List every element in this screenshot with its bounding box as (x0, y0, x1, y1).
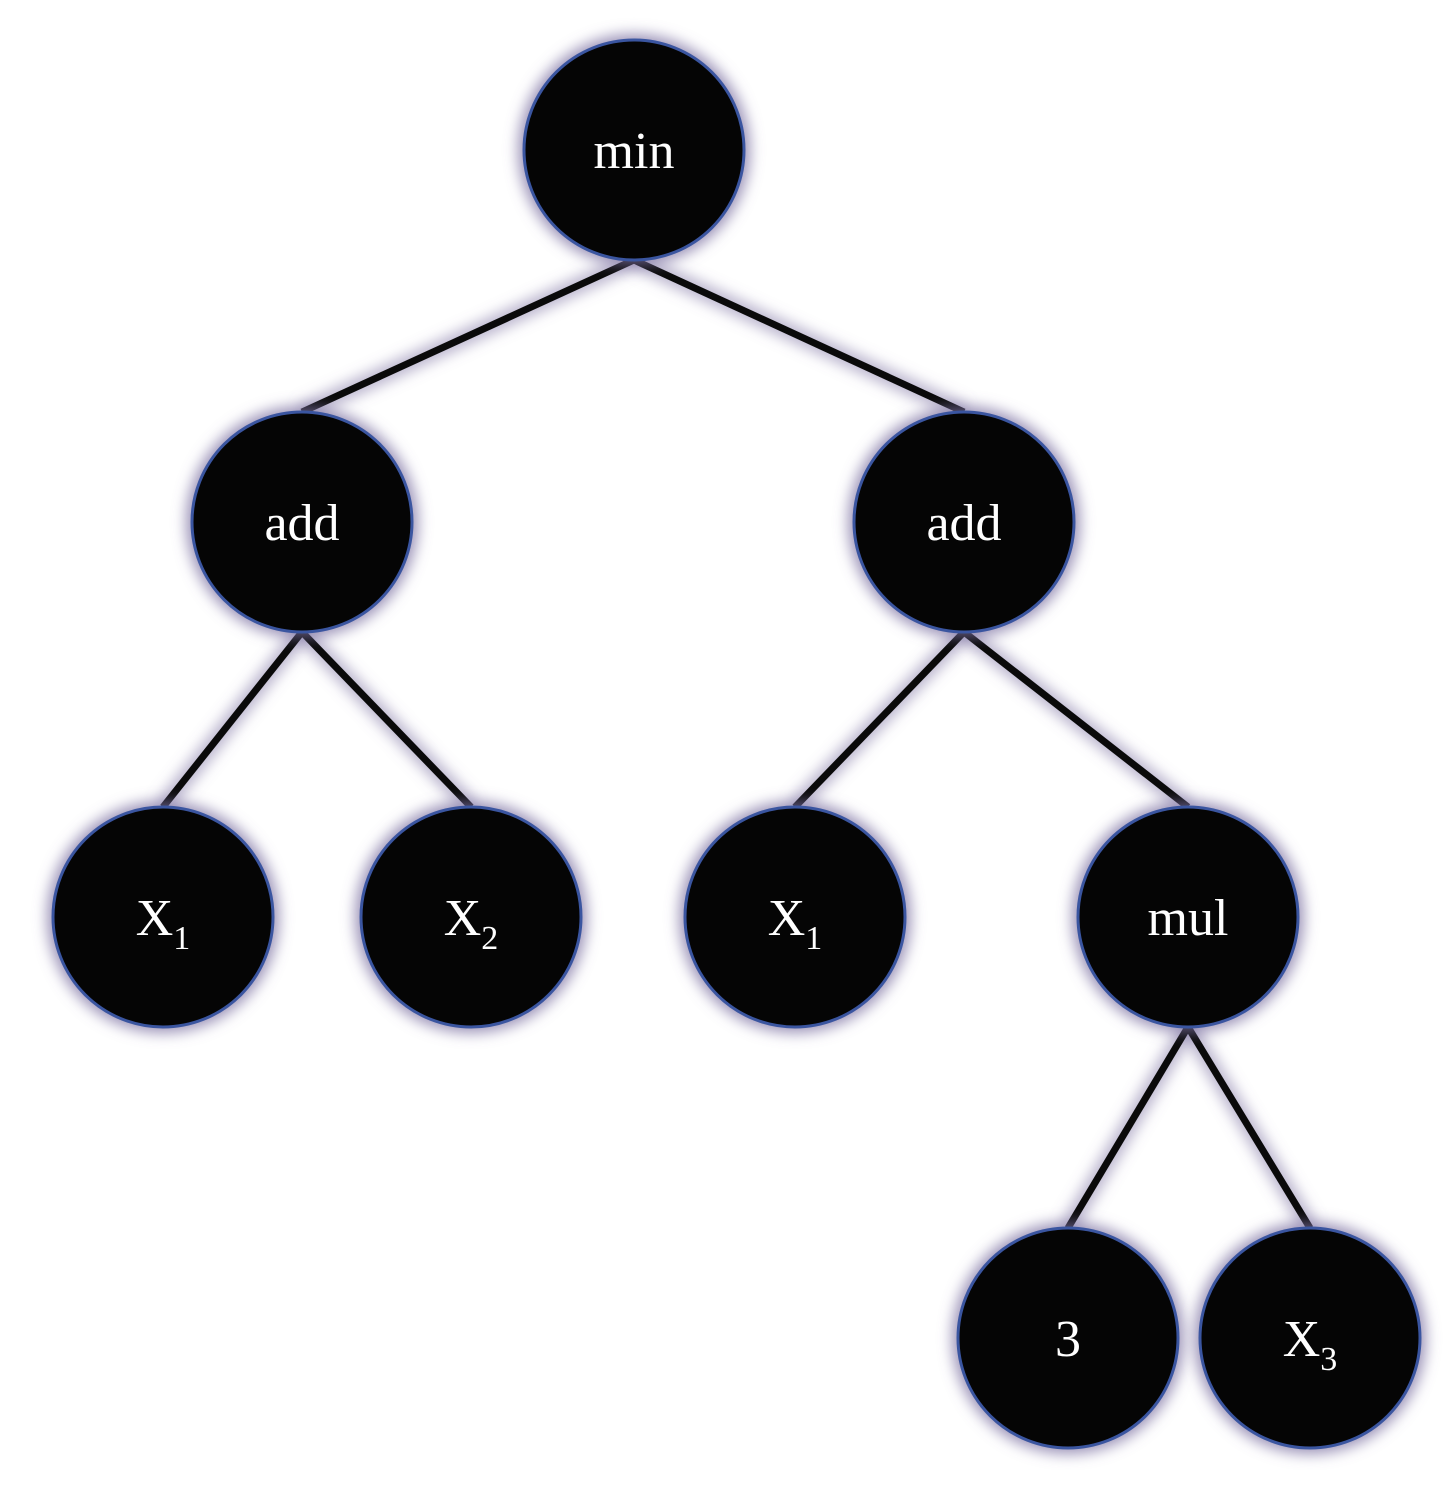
edge-n-min-n-add-l (300, 256, 636, 416)
node-label: X3 (1283, 1311, 1338, 1378)
node-label-main: X (444, 890, 482, 947)
node-label-main: add (926, 495, 1001, 552)
node-label-main: mul (1148, 890, 1229, 947)
node-label: X1 (768, 890, 823, 957)
node-circle (683, 805, 907, 1029)
tree-node-n-mul: mul (1076, 805, 1300, 1029)
tree-node-n-x1-r: X1 (683, 805, 907, 1029)
edge-n-mul-n-3 (1064, 1025, 1192, 1230)
node-circle (522, 38, 746, 262)
tree-node-n-3: 3 (956, 1226, 1180, 1450)
node-label-main: min (594, 123, 675, 180)
edge-glow-layer (156, 252, 1317, 1233)
node-label: X1 (136, 890, 191, 957)
node-label: mul (1148, 890, 1229, 947)
tree-node-n-min: min (522, 38, 746, 262)
node-circle (1198, 1226, 1422, 1450)
node-label: add (926, 495, 1001, 552)
edge-n-add-r-n-x1-r (792, 629, 967, 810)
node-label-subscript: 1 (173, 920, 190, 957)
node-label-main: X (136, 890, 174, 947)
node-label-main: add (264, 495, 339, 552)
node-label: min (594, 123, 675, 180)
node-label: add (264, 495, 339, 552)
node-circle (51, 805, 275, 1029)
edges-layer (160, 256, 1313, 1230)
node-label-main: X (1283, 1311, 1321, 1368)
node-circle (1076, 805, 1300, 1029)
tree-node-n-x2: X2 (359, 805, 583, 1029)
node-label-subscript: 3 (1320, 1341, 1337, 1378)
node-circle (956, 1226, 1180, 1450)
edge-n-min-n-add-r (632, 256, 966, 416)
node-glow-layer (47, 34, 1426, 1454)
node-circle (359, 805, 583, 1029)
node-circle (190, 410, 414, 634)
edge-n-add-r-n-mul (961, 629, 1191, 810)
node-label-subscript: 2 (481, 920, 498, 957)
node-circle (852, 410, 1076, 634)
edge-n-mul-n-x3 (1185, 1025, 1313, 1230)
node-label-main: 3 (1055, 1311, 1081, 1368)
node-label: 3 (1055, 1311, 1081, 1368)
tree-node-n-x3: X3 (1198, 1226, 1422, 1450)
tree-node-n-add-r: add (852, 410, 1076, 634)
node-label-subscript: 1 (805, 920, 822, 957)
tree-node-n-add-l: add (190, 410, 414, 634)
tree-node-n-x1-l: X1 (51, 805, 275, 1029)
node-label-main: X (768, 890, 806, 947)
edge-n-add-l-n-x1-l (160, 629, 305, 810)
node-label: X2 (444, 890, 499, 957)
edge-n-add-l-n-x2 (299, 629, 474, 810)
